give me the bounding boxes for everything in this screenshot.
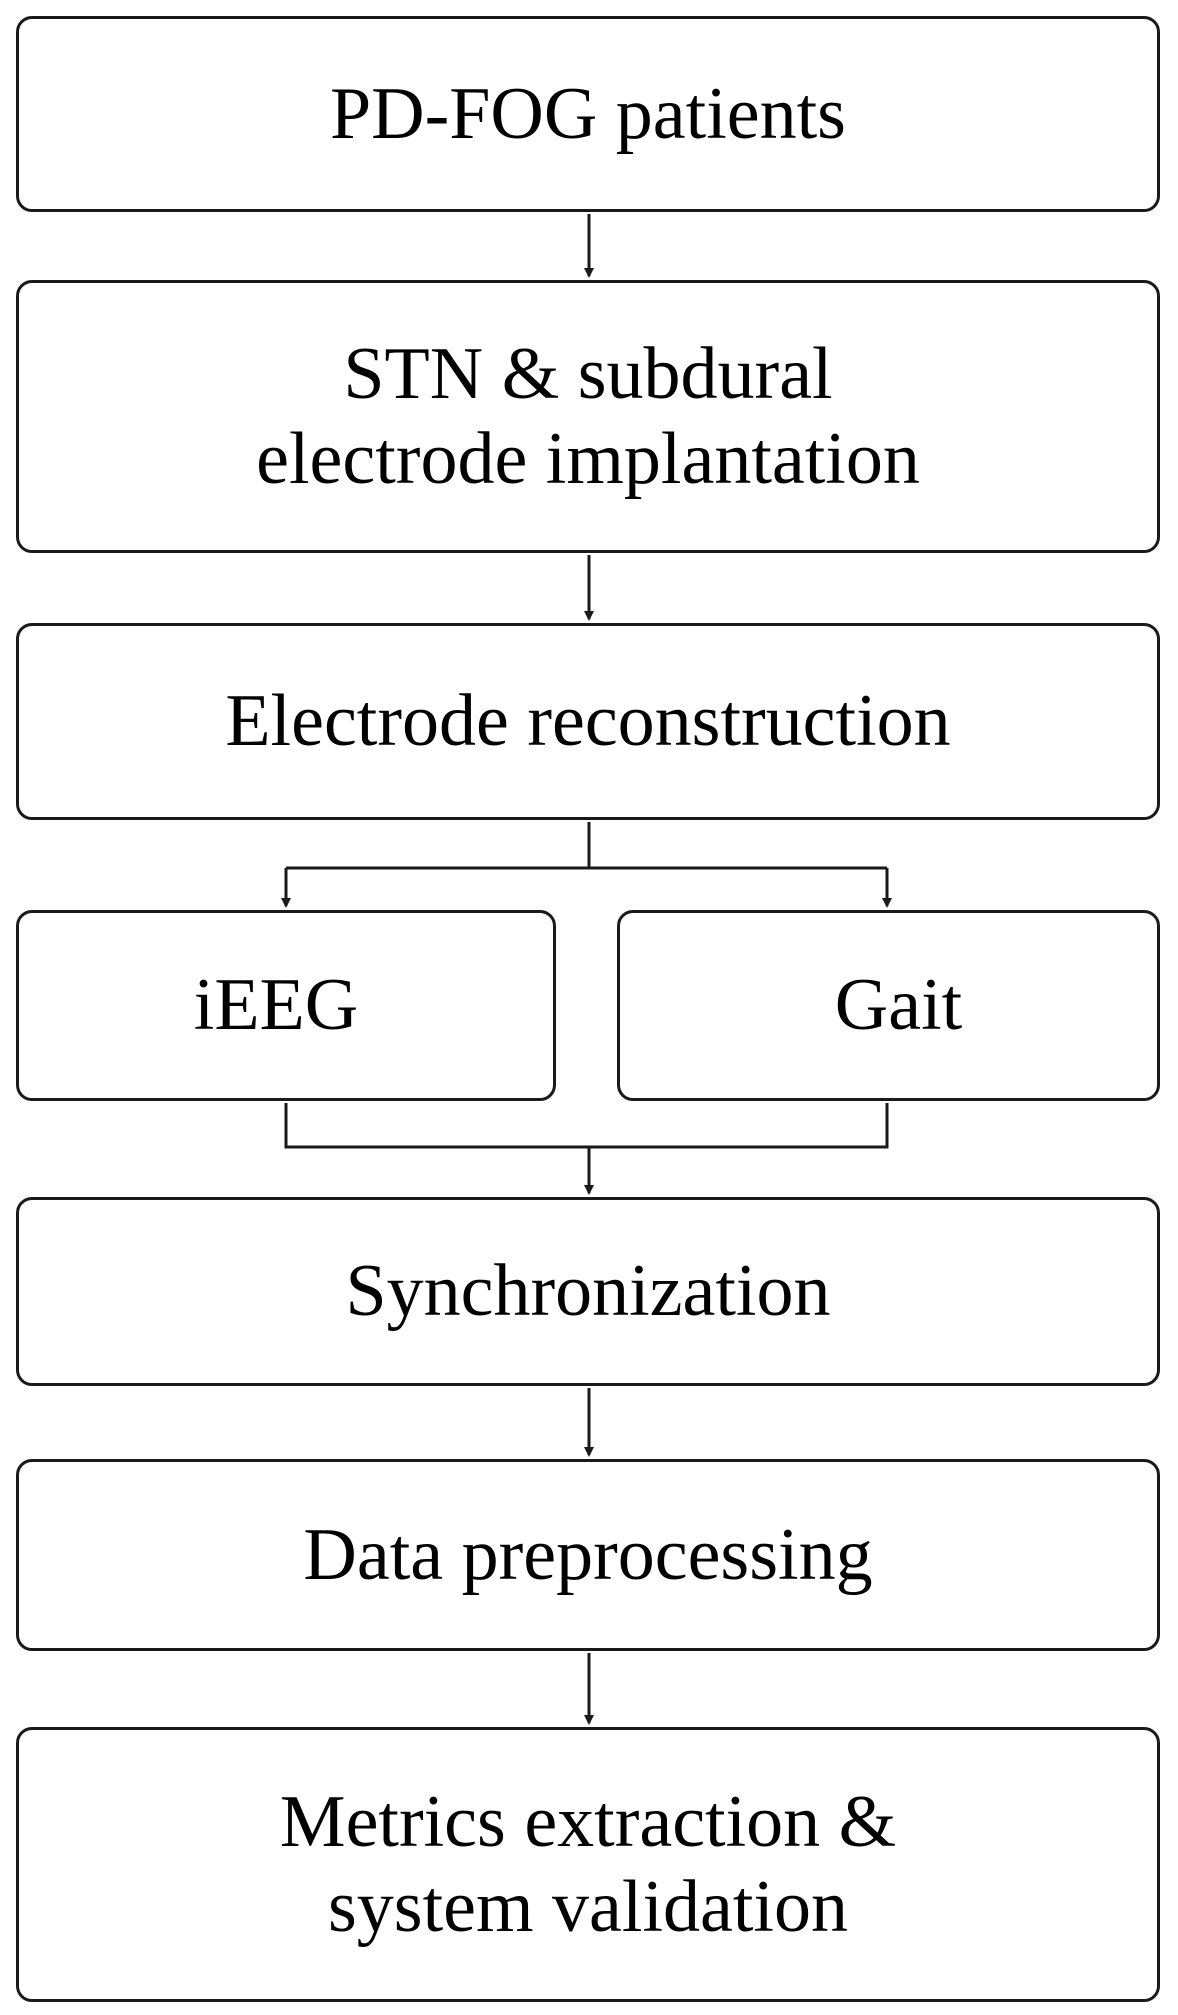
node-reconstruction: Electrode reconstruction (16, 623, 1160, 820)
node-synchronization: Synchronization (16, 1197, 1160, 1386)
node-synchronization-label: Synchronization (345, 1250, 831, 1333)
node-gait: Gait (617, 910, 1160, 1101)
line-reconstruction-split (286, 822, 887, 870)
node-metrics-label: Metrics extraction & system validation (280, 1780, 896, 1949)
node-metrics: Metrics extraction & system validation (16, 1727, 1160, 2002)
node-ieeg-label: iEEG (193, 964, 359, 1047)
node-metrics-line-2: system validation (328, 1865, 848, 1948)
node-reconstruction-label: Electrode reconstruction (225, 680, 951, 763)
node-gait-label: Gait (834, 964, 963, 1047)
line-ieeg-gait-merge (284, 1103, 889, 1193)
node-patients: PD-FOG patients (16, 16, 1160, 212)
node-metrics-line-1: Metrics extraction & (279, 1781, 897, 1864)
node-patients-label: PD-FOG patients (330, 72, 846, 155)
node-implantation-line-1: STN & subdural (343, 333, 833, 416)
node-implantation-label: STN & subdural electrode implantation (256, 332, 920, 501)
node-preprocessing-label: Data preprocessing (303, 1513, 873, 1596)
node-preprocessing: Data preprocessing (16, 1459, 1160, 1651)
node-implantation-line-2: electrode implantation (256, 417, 920, 500)
node-ieeg: iEEG (16, 910, 556, 1101)
node-implantation: STN & subdural electrode implantation (16, 280, 1160, 553)
